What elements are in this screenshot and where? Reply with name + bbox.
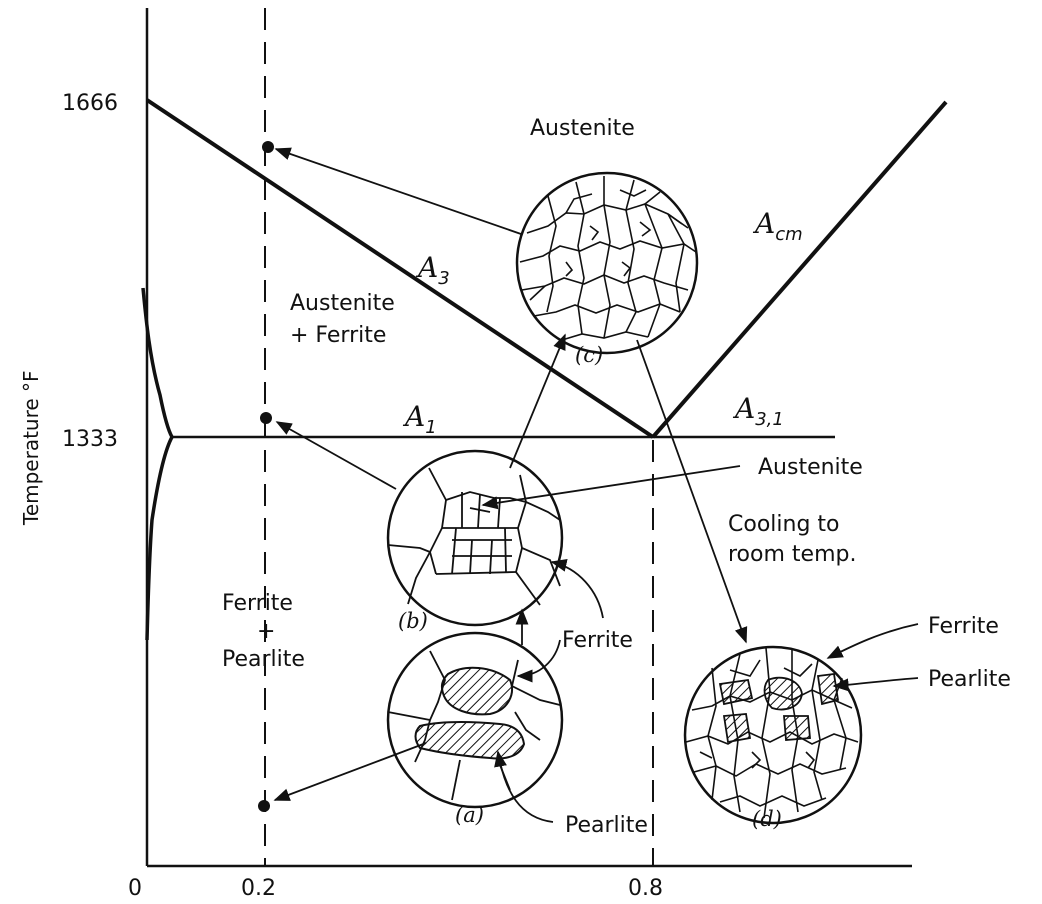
acm-label: Acm bbox=[752, 207, 803, 245]
pearlite-callout-arrow-d bbox=[834, 678, 918, 686]
microstructure-c bbox=[517, 173, 697, 353]
y-tick-1333: 1333 bbox=[62, 427, 118, 452]
callout-pearlite-right: Pearlite bbox=[928, 667, 1011, 692]
callout-pearlite-bottom: Pearlite bbox=[565, 813, 648, 838]
ferrite-pearlite-label-1: Ferrite bbox=[222, 591, 293, 616]
pearlite-d-3 bbox=[818, 674, 838, 704]
callout-cooling-1: Cooling to bbox=[728, 512, 840, 537]
austenite-ferrite-label-1: Austenite bbox=[290, 291, 395, 316]
callout-ferrite-right: Ferrite bbox=[928, 614, 999, 639]
microstructure-a bbox=[388, 633, 562, 807]
callout-cooling-2: room temp. bbox=[728, 542, 856, 567]
label-d: (d) bbox=[752, 807, 782, 831]
austenite-region-label: Austenite bbox=[530, 116, 635, 141]
a31-label: A3,1 bbox=[732, 392, 784, 430]
a1-label: A1 bbox=[402, 400, 437, 438]
label-a: (a) bbox=[455, 803, 484, 827]
microstructure-d bbox=[685, 647, 861, 823]
callout-austenite: Austenite bbox=[758, 455, 863, 480]
label-c: (c) bbox=[575, 343, 603, 367]
austenite-ferrite-label-2: + Ferrite bbox=[290, 323, 386, 348]
ferrite-callout-arrow-d bbox=[828, 624, 918, 658]
pearlite-colony-1 bbox=[442, 668, 512, 715]
arrow-b-to-c bbox=[510, 335, 565, 468]
pearlite-d-4 bbox=[724, 714, 750, 742]
x-tick-0: 0 bbox=[128, 876, 142, 901]
point-room-temp bbox=[258, 800, 270, 812]
ferrite-pearlite-label-3: Pearlite bbox=[222, 647, 305, 672]
ferrite-pearlite-label-2: + bbox=[257, 619, 275, 644]
x-tick-0.8: 0.8 bbox=[628, 876, 663, 901]
point-a1 bbox=[260, 412, 272, 424]
pearlite-d-2 bbox=[765, 678, 802, 710]
label-b: (b) bbox=[398, 609, 428, 633]
y-axis-label: Temperature °F bbox=[19, 370, 43, 526]
callout-ferrite-mid: Ferrite bbox=[562, 628, 633, 653]
arrow-c-to-austenite-point bbox=[276, 149, 521, 234]
pearlite-d-5 bbox=[784, 716, 810, 740]
ferrite-callout-arrow-b bbox=[552, 562, 603, 618]
arrow-b-to-a1-point bbox=[277, 422, 396, 489]
point-austenite bbox=[262, 141, 274, 153]
y-tick-1666: 1666 bbox=[62, 91, 118, 116]
microstructure-b bbox=[388, 451, 562, 625]
x-tick-0.2: 0.2 bbox=[241, 876, 276, 901]
a3-label: A3 bbox=[415, 251, 450, 289]
